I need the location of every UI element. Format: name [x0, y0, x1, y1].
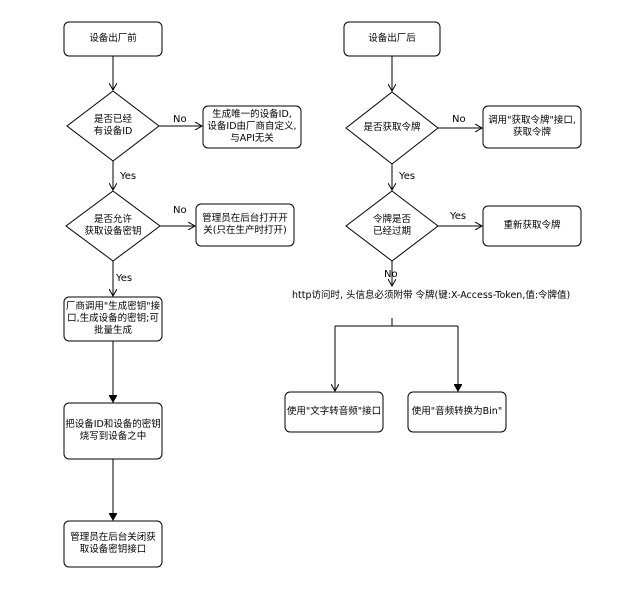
gen-id-text: 生成唯一的设备ID, 设备ID由厂商自定义, 与API无关 — [207, 109, 297, 144]
gen-id-box — [202, 105, 302, 149]
right-start-label: 设备出厂后 — [368, 33, 416, 44]
has-id-no-label: No — [173, 114, 187, 125]
allow-key-question: 是否允许 获取设备密钥 — [84, 214, 142, 237]
left-start-label: 设备出厂前 — [89, 33, 137, 44]
tts-text: 使用"文字转音频"接口 — [286, 406, 382, 417]
call-token-text: 调用"获取令牌"接口, 获取令牌 — [488, 115, 576, 138]
tts-box — [284, 391, 384, 433]
refresh-box — [482, 205, 582, 247]
allow-key-no-label: No — [173, 205, 187, 216]
http-note: http访问时, 头信息必须附带 令牌(键:X-Access-Token,值:令… — [292, 290, 571, 301]
admin-close-text: 管理员在后台关闭获 取设备密钥接口 — [70, 532, 156, 555]
admin-open-box — [195, 203, 295, 247]
expired-no-label: No — [384, 269, 398, 280]
admin-close-box — [63, 520, 163, 568]
expired-question: 令牌是否 已经过期 — [372, 214, 411, 237]
audio-bin-text: 使用"音频转换为Bin" — [411, 406, 503, 417]
allow-key-yes-label: Yes — [116, 273, 133, 284]
call-token-box — [482, 105, 582, 149]
get-token-yes-label: Yes — [399, 171, 416, 182]
has-id-question: 是否已经 有设备ID — [93, 114, 133, 137]
refresh-text: 重新获取令牌 — [503, 220, 561, 231]
burn-text: 把设备ID和设备的密钥 烧写到设备之中 — [65, 419, 161, 442]
admin-open-text: 管理员在后台打开开 关(只在生产时打开) — [202, 213, 288, 236]
get-token-question: 是否获取令牌 — [363, 122, 421, 133]
audio-bin-box — [407, 391, 507, 433]
get-token-no-label: No — [452, 114, 466, 125]
has-id-yes-label: Yes — [120, 171, 137, 182]
expired-yes-label: Yes — [450, 211, 467, 222]
gen-key-text: 厂商调用"生成密钥"接 口,生成设备的密钥;可 批量生成 — [65, 301, 161, 336]
